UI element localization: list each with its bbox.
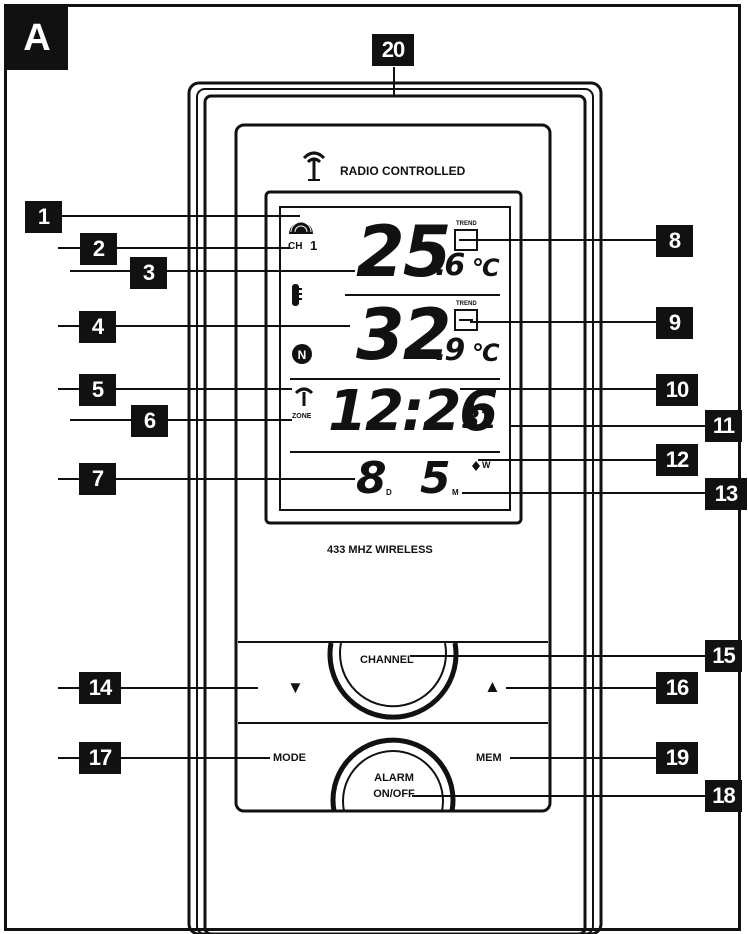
ch-label: CH (288, 241, 303, 252)
svg-text:N: N (298, 348, 307, 362)
wireless-label: 433 MHZ WIRELESS (327, 544, 433, 556)
indoor-icon: N (292, 344, 312, 364)
callout-8: 8 (656, 225, 693, 257)
indoor-temp-unit: °C (472, 254, 500, 282)
callout-9: 9 (656, 307, 693, 339)
mode-button[interactable]: MODE (273, 752, 306, 764)
signal-icon (289, 221, 313, 234)
zone-label: ZONE (292, 413, 312, 420)
month-display: 5 (420, 453, 451, 504)
callout-10: 10 (656, 374, 698, 406)
callout-1: 1 (25, 201, 62, 233)
callout-13: 13 (705, 478, 747, 510)
outdoor-temp-main: 32 (356, 294, 451, 376)
thermometer-icon (292, 284, 302, 306)
callout-19: 19 (656, 742, 698, 774)
seconds-display: 31 (462, 405, 496, 435)
weekday-marker-icon (472, 461, 480, 471)
month-suffix: M (452, 488, 459, 497)
indoor-temp-decimal: .6 (435, 248, 465, 283)
radio-tower-icon (302, 151, 326, 181)
callout-3: 3 (130, 257, 167, 289)
ch-value: 1 (310, 238, 318, 253)
alarm-button-line1[interactable]: ALARM (374, 772, 414, 784)
callout-7: 7 (79, 463, 116, 495)
callout-18: 18 (705, 780, 742, 812)
callout-14: 14 (79, 672, 121, 704)
callout-2: 2 (80, 233, 117, 265)
trend-indicator-2 (454, 309, 478, 331)
callout-5: 5 (79, 374, 116, 406)
callout-11: 11 (705, 410, 742, 442)
callout-6: 6 (131, 405, 168, 437)
down-button[interactable]: ▼ (287, 678, 304, 697)
alarm-button-line2[interactable]: ON/OFF (373, 788, 415, 800)
callout-4: 4 (79, 311, 116, 343)
panel-label: A (6, 6, 68, 70)
callout-20: 20 (372, 34, 414, 66)
trend-label-2: TREND (456, 301, 477, 307)
weekday-label: W (482, 460, 491, 470)
lcd-tower-icon (294, 387, 314, 406)
figure-frame (4, 4, 741, 931)
callout-17: 17 (79, 742, 121, 774)
mem-button[interactable]: MEM (476, 752, 502, 764)
outdoor-temp-unit: °C (472, 339, 500, 367)
indoor-temp-main: 25 (356, 211, 451, 293)
day-display: 8 (356, 453, 387, 504)
trend-label-1: TREND (456, 221, 477, 227)
callout-16: 16 (656, 672, 698, 704)
up-button[interactable]: ▲ (484, 677, 501, 696)
outdoor-temp-decimal: .9 (435, 333, 465, 368)
time-display: 12:26 (328, 379, 498, 444)
callout-15: 15 (705, 640, 742, 672)
day-suffix: D (386, 488, 392, 497)
callout-12: 12 (656, 444, 698, 476)
radio-controlled-label: RADIO CONTROLLED (340, 164, 466, 178)
channel-button[interactable]: CHANNEL (360, 654, 414, 666)
